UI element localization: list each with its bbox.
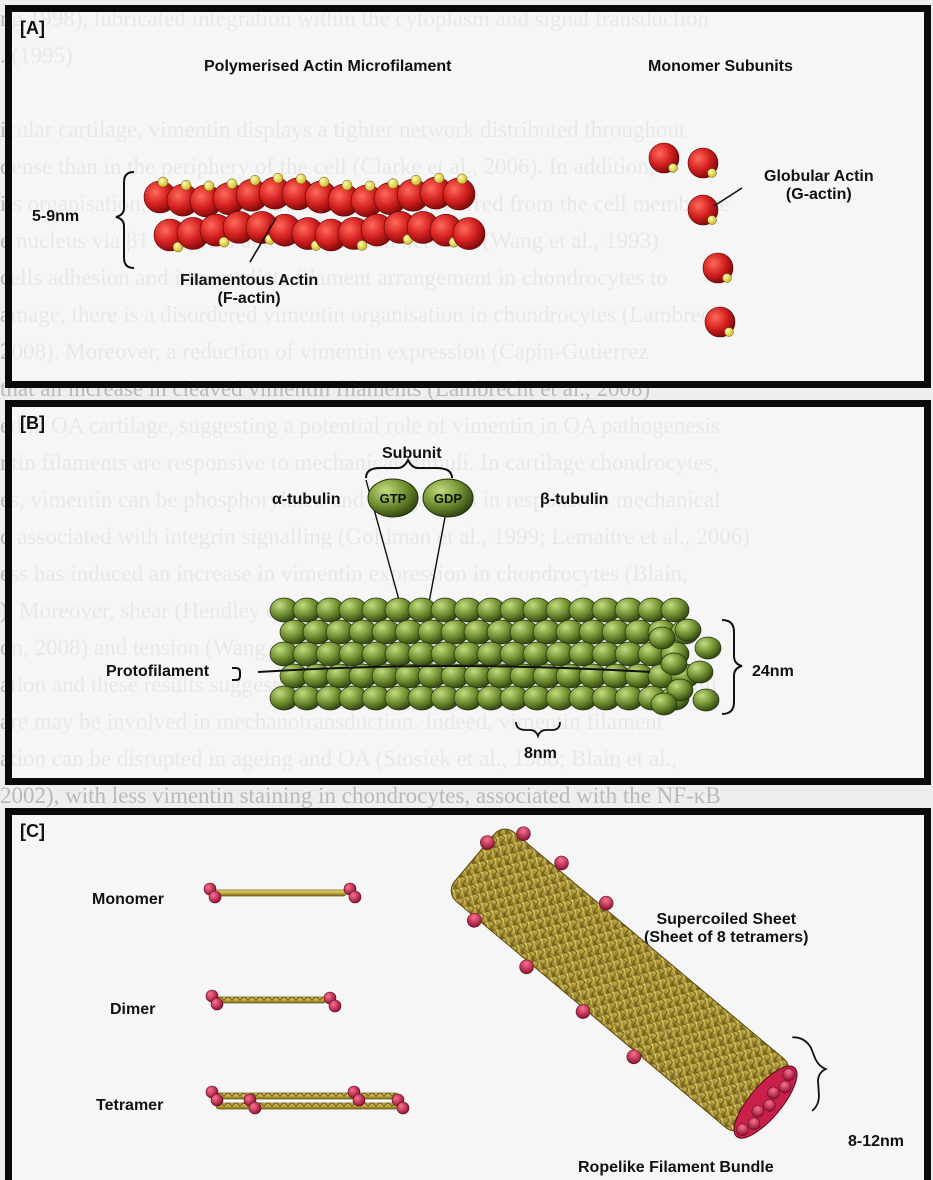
tubulin-subunit (649, 627, 675, 649)
ropelike-filament-bundle (432, 808, 815, 1156)
g-actin-monomers (649, 143, 735, 337)
g-actin-atp-site (708, 216, 717, 225)
microtubule (258, 598, 721, 715)
g-actin-pointer-line (714, 188, 742, 206)
tetramer-head (249, 1102, 261, 1114)
actin-subunit (453, 218, 485, 250)
dimer-tail (329, 1000, 341, 1012)
bundle-body (432, 808, 815, 1156)
actin-atp-site (388, 179, 398, 189)
actin-atp-site (342, 180, 352, 190)
tubulin-subunit (675, 619, 701, 641)
g-actin-atp-site (708, 169, 717, 178)
monomer-rod (214, 890, 346, 896)
g-actin-atp-site (725, 328, 734, 337)
tubulin-subunit (661, 598, 689, 622)
actin-atp-site (273, 173, 283, 183)
gdp-text: GDP (434, 491, 463, 506)
actin-atp-site (158, 177, 168, 187)
bundle-strand (482, 859, 764, 1096)
dimer-head (211, 998, 223, 1010)
actin-atp-site (250, 175, 260, 185)
bundle-diameter-brace (792, 1032, 833, 1112)
tubulin-subunit (687, 661, 713, 683)
actin-atp-site (457, 174, 467, 184)
monomer-head (209, 891, 221, 903)
bundle-cylinder (446, 823, 795, 1136)
actin-atp-site (204, 181, 214, 191)
diameter-brace-24nm (722, 620, 742, 714)
gtp-text: GTP (380, 491, 407, 506)
tubulin-subunit (661, 653, 687, 675)
tubulin-dimer-callout: GTP GDP (368, 479, 473, 517)
tubulin-subunit (695, 637, 721, 659)
monomer-tail (349, 891, 361, 903)
tubulin-subunit (651, 693, 677, 715)
actin-atp-site (411, 175, 421, 185)
f-actin-filament (144, 173, 485, 252)
actin-atp-site (365, 181, 375, 191)
tetramer-tail (353, 1094, 365, 1106)
actin-atp-site (227, 179, 237, 189)
if-assembly-stages (204, 883, 409, 1114)
tetramer-head (211, 1094, 223, 1106)
actin-atp-site (296, 174, 306, 184)
tetramer-tail (397, 1102, 409, 1114)
g-actin-atp-site (723, 274, 732, 283)
actin-atp-site (434, 173, 444, 183)
actin-atp-site (319, 177, 329, 187)
actin-atp-site (181, 180, 191, 190)
bundle-strand (473, 869, 755, 1106)
spacing-brace-8nm (516, 722, 560, 736)
actin-atp-site (357, 240, 367, 250)
actin-filament-brace (116, 172, 134, 268)
protofilament-bracket (232, 668, 240, 680)
g-actin-atp-site (669, 164, 678, 173)
tubulin-subunit (693, 689, 719, 711)
